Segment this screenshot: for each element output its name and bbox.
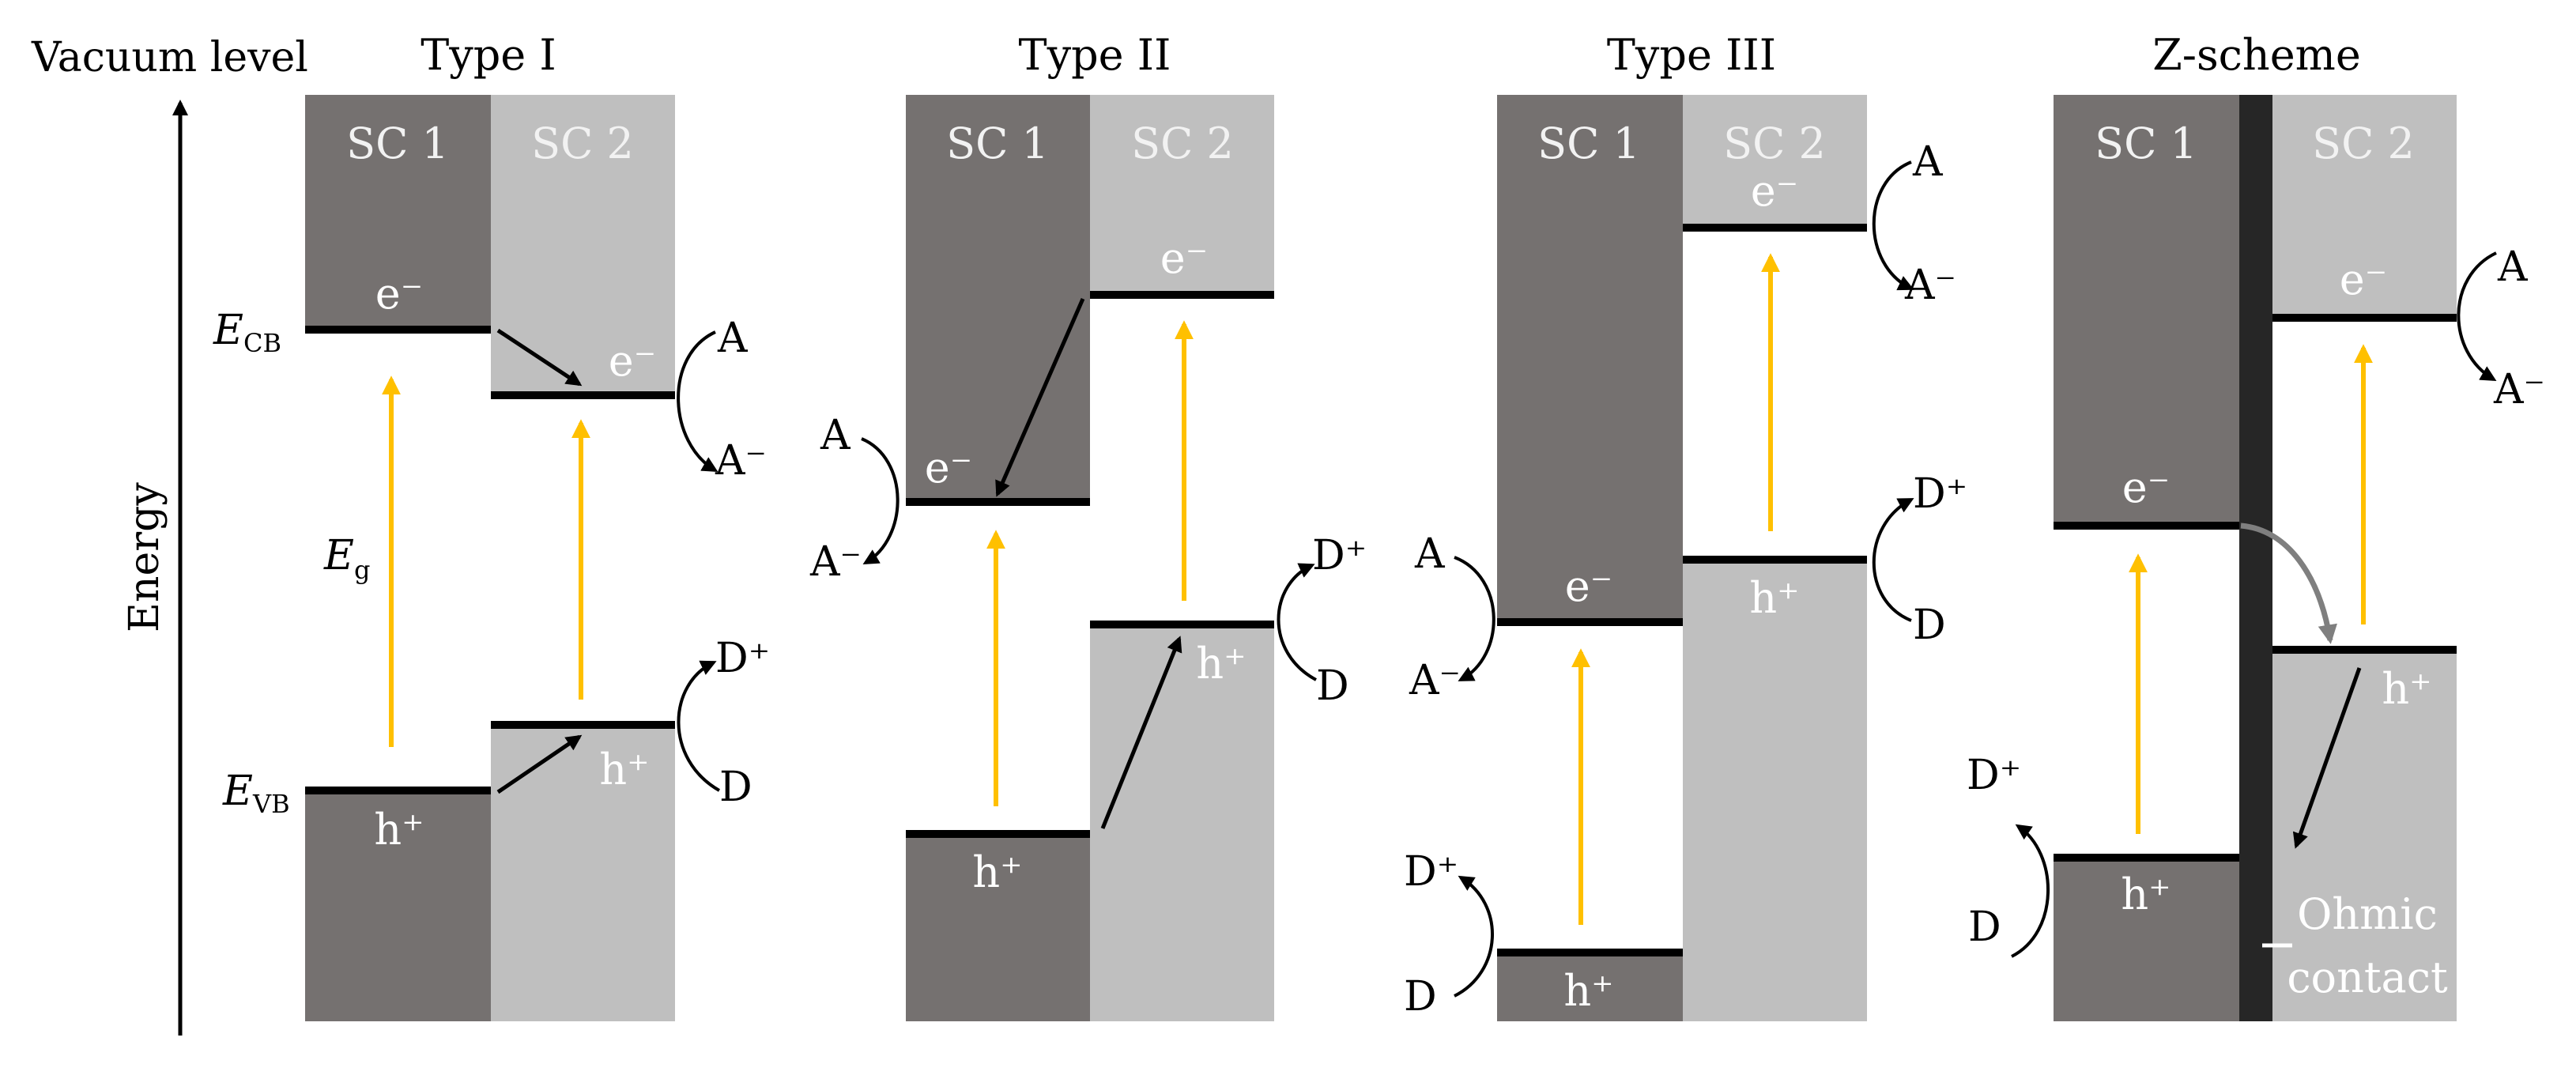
reduction-arrow bbox=[861, 437, 900, 565]
oxidized-donor-label: D⁺ bbox=[1913, 470, 1967, 518]
ohmic-contact-layer bbox=[2239, 95, 2272, 1021]
acceptor-label: A bbox=[2497, 243, 2529, 291]
sc1-lower-block bbox=[305, 790, 491, 1021]
reduction-arrow bbox=[2457, 251, 2497, 382]
hole-transfer-arrow bbox=[1100, 636, 1182, 829]
reduced-acceptor-label: A⁻ bbox=[715, 437, 767, 485]
sc2-upper-block bbox=[2272, 95, 2457, 318]
sc2-upper-block bbox=[1090, 95, 1274, 295]
electron-label: e⁻ bbox=[609, 336, 656, 386]
panel-title: Type II bbox=[1019, 30, 1171, 80]
sc2-lower-block bbox=[1090, 624, 1274, 1021]
hole-label: h⁺ bbox=[1196, 639, 1246, 689]
donor-label: D bbox=[1968, 904, 2001, 951]
oxidation-arrow bbox=[1454, 875, 1495, 998]
donor-label: D bbox=[719, 764, 752, 811]
electron-transfer-arrow bbox=[995, 297, 1085, 497]
sc2-lower-block bbox=[1683, 560, 1867, 1021]
electron-label: e⁻ bbox=[925, 443, 972, 492]
oxidized-donor-label: D⁺ bbox=[1404, 848, 1458, 896]
vacuum-level-label: Vacuum level bbox=[31, 34, 308, 81]
electron-label: e⁻ bbox=[2122, 462, 2170, 512]
z-scheme-recombination-arrow bbox=[2240, 523, 2337, 644]
sc2-label: SC 2 bbox=[1131, 119, 1234, 168]
reduction-arrow bbox=[677, 330, 718, 473]
electron-label: e⁻ bbox=[1565, 561, 1612, 611]
oxidized-donor-label: D⁺ bbox=[1967, 752, 2021, 799]
hole-label: h⁺ bbox=[1749, 573, 1799, 623]
energy-axis-label: Energy bbox=[121, 482, 168, 632]
electron-label: e⁻ bbox=[1751, 166, 1798, 216]
reduced-acceptor-label: A⁻ bbox=[1904, 262, 1956, 309]
ohmic-contact-label-line1: Ohmic bbox=[2297, 889, 2438, 939]
acceptor-label: A bbox=[717, 315, 749, 362]
sc1-label: SC 1 bbox=[2095, 119, 2197, 168]
sc1-upper-block bbox=[2054, 95, 2239, 526]
oxidation-arrow bbox=[2011, 824, 2050, 958]
hole-label: h⁺ bbox=[1563, 966, 1613, 1016]
electron-label: e⁻ bbox=[2340, 255, 2387, 304]
sc2-label: SC 2 bbox=[2312, 119, 2415, 168]
reduction-arrow bbox=[1872, 160, 1914, 291]
hole-transfer-arrow bbox=[2292, 667, 2362, 849]
acceptor-label: A bbox=[1414, 530, 1446, 578]
acceptor-label: A bbox=[1912, 138, 1944, 186]
sc1-label: SC 1 bbox=[1537, 119, 1640, 168]
band-gap-label: Eg bbox=[323, 532, 370, 585]
panel-type-2: Type II SC 1 SC 2 e⁻ e⁻ h⁺ h⁺ A A⁻ D⁺ D bbox=[809, 30, 1367, 1021]
panel-title: Z-scheme bbox=[2152, 30, 2361, 80]
oxidation-arrow bbox=[677, 660, 720, 792]
oxidation-arrow bbox=[1277, 563, 1317, 681]
donor-label: D bbox=[1316, 662, 1349, 710]
oxidized-donor-label: D⁺ bbox=[715, 635, 770, 682]
panel-type-3: Type III SC 1 SC 2 e⁻ e⁻ h⁺ h⁺ A A⁻ D⁺ D… bbox=[1404, 30, 1967, 1021]
ohmic-contact-label-line2: contact bbox=[2287, 953, 2448, 1002]
hole-label: h⁺ bbox=[2121, 870, 2171, 919]
electron-label: e⁻ bbox=[375, 269, 423, 319]
sc1-label: SC 1 bbox=[946, 119, 1049, 168]
electron-transfer-arrow bbox=[496, 328, 583, 387]
sc2-label: SC 2 bbox=[1723, 119, 1826, 168]
sc1-lower-block bbox=[1497, 953, 1683, 1021]
panel-z-scheme: Z-scheme SC 1 SC 2 e⁻ e⁻ h⁺ h⁺ A A⁻ D⁺ D… bbox=[1967, 30, 2545, 1021]
sc1-label: SC 1 bbox=[346, 119, 449, 168]
panel-title: Type I bbox=[421, 30, 556, 80]
oxidation-arrow bbox=[1872, 498, 1914, 622]
sc1-upper-block bbox=[305, 95, 491, 330]
evb-label: EVB bbox=[222, 768, 290, 819]
hole-transfer-arrow bbox=[496, 734, 583, 794]
electron-label: e⁻ bbox=[1160, 233, 1208, 283]
panel-type-1: Type I SC 1 SC 2 e⁻ e⁻ h⁺ h⁺ A A⁻ D⁺ D E… bbox=[213, 30, 770, 1021]
hole-label: h⁺ bbox=[599, 745, 649, 794]
hole-label: h⁺ bbox=[374, 805, 424, 855]
sc1-upper-block bbox=[906, 95, 1090, 502]
donor-label: D bbox=[1404, 973, 1437, 1021]
oxidized-donor-label: D⁺ bbox=[1312, 532, 1367, 579]
sc1-upper-block bbox=[1497, 95, 1683, 622]
hole-label: h⁺ bbox=[2382, 664, 2431, 714]
reduction-arrow bbox=[1454, 556, 1495, 681]
ecb-label: ECB bbox=[213, 307, 281, 358]
sc1-lower-block bbox=[906, 834, 1090, 1021]
donor-label: D bbox=[1913, 602, 1946, 649]
sc1-lower-block bbox=[2054, 858, 2239, 1021]
hole-label: h⁺ bbox=[972, 847, 1022, 897]
reduced-acceptor-label: A⁻ bbox=[2493, 366, 2545, 413]
sc2-label: SC 2 bbox=[531, 119, 634, 168]
sc2-upper-block bbox=[1683, 95, 1867, 228]
reduced-acceptor-label: A⁻ bbox=[1409, 657, 1461, 704]
reduced-acceptor-label: A⁻ bbox=[809, 538, 862, 586]
panel-title: Type III bbox=[1607, 30, 1776, 80]
acceptor-label: A bbox=[820, 412, 851, 459]
